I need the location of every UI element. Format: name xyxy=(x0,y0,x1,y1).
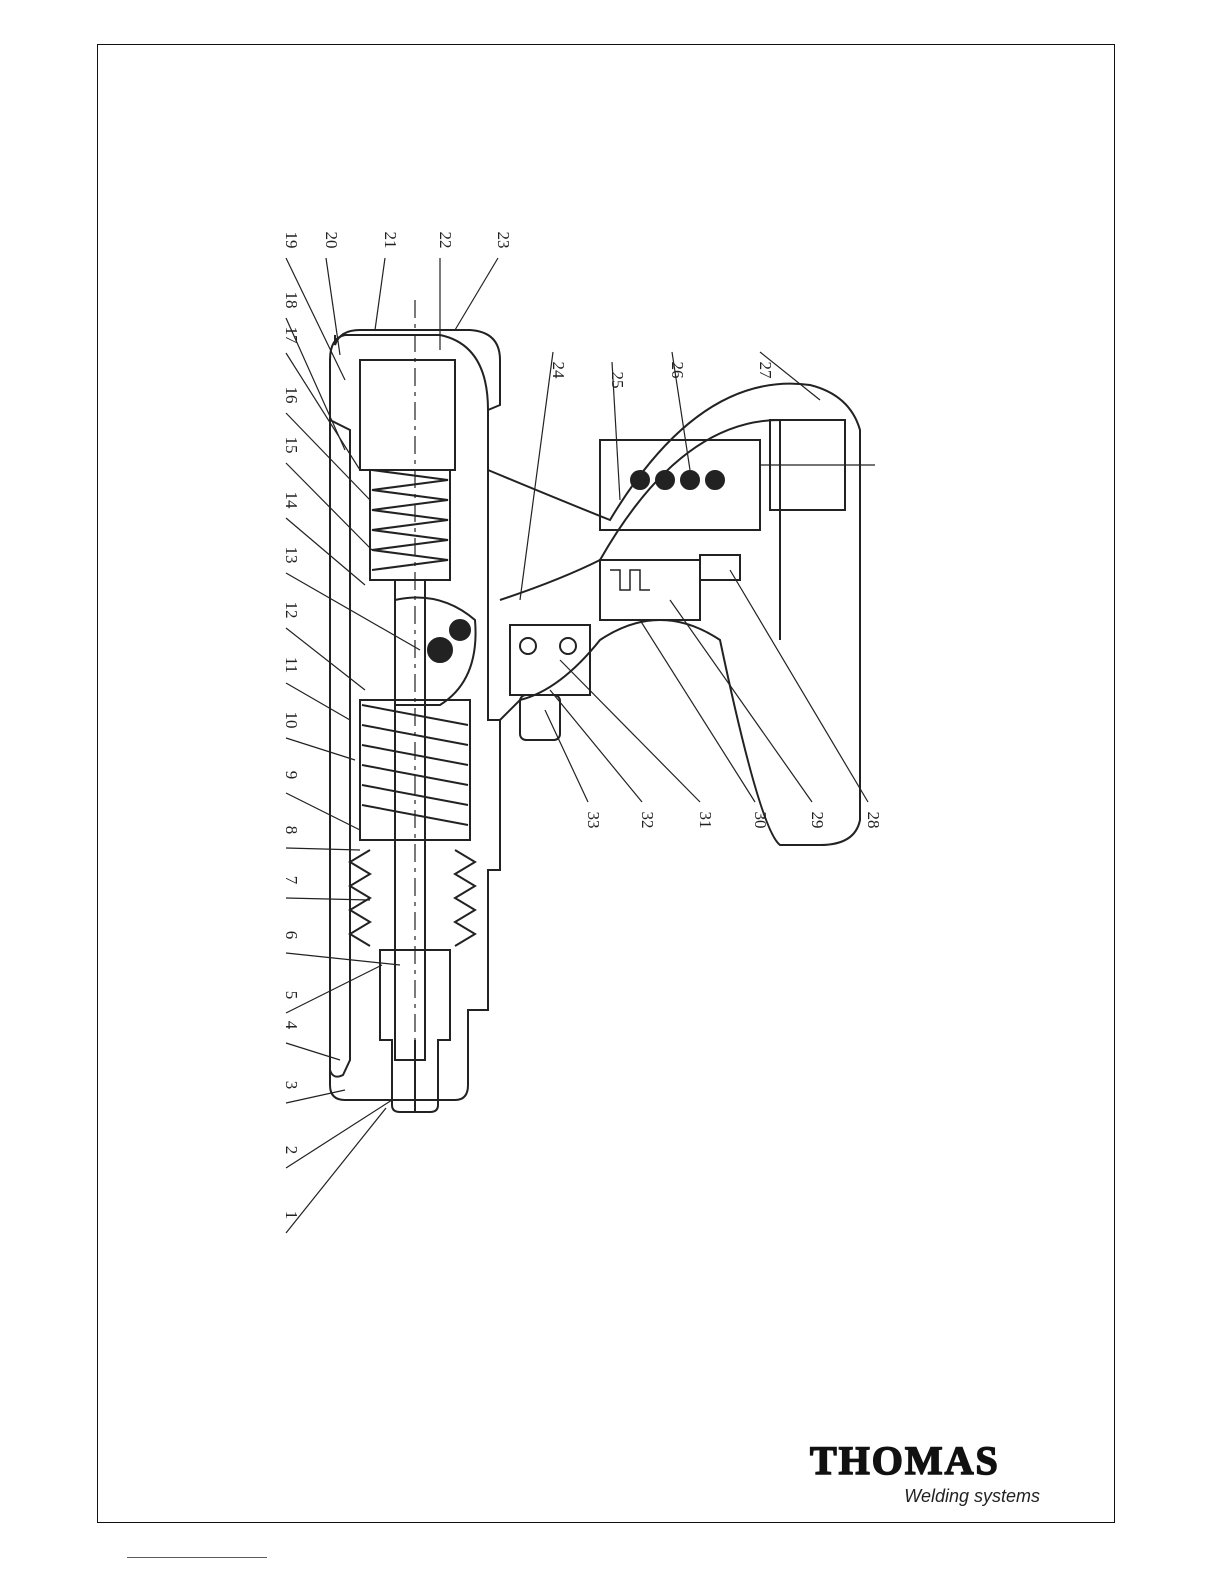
callout-number-13: 13 xyxy=(282,547,301,564)
callout-number-3: 3 xyxy=(282,1081,301,1090)
callout-leader-2 xyxy=(286,1100,392,1168)
callout-number-32: 32 xyxy=(638,812,657,829)
callout-leader-4 xyxy=(286,1043,340,1060)
callout-number-9: 9 xyxy=(282,771,301,780)
callout-number-4: 4 xyxy=(282,1021,301,1030)
callout-number-21: 21 xyxy=(381,232,400,249)
callout-number-22: 22 xyxy=(436,232,455,249)
thomas-wordmark: THOMAS xyxy=(808,1438,1043,1484)
callout-leader-30 xyxy=(640,620,755,802)
callout-number-29: 29 xyxy=(808,812,827,829)
callout-number-23: 23 xyxy=(494,232,513,249)
callout-number-27: 27 xyxy=(756,362,775,380)
callout-number-2: 2 xyxy=(282,1146,301,1155)
callout-number-11: 11 xyxy=(282,657,301,673)
callout-leader-3 xyxy=(286,1090,345,1103)
callout-number-33: 33 xyxy=(584,812,603,829)
callout-leader-23 xyxy=(455,258,498,330)
callout-leader-19 xyxy=(286,258,345,380)
thomas-logo: THOMAS Welding systems xyxy=(808,1438,1048,1510)
callout-leader-24 xyxy=(520,352,553,600)
callout-leader-9 xyxy=(286,793,360,830)
callout-leader-13 xyxy=(286,573,420,650)
callout-number-24: 24 xyxy=(549,362,568,380)
brand-tagline: Welding systems xyxy=(904,1486,1040,1507)
callout-number-30: 30 xyxy=(751,812,770,829)
callout-number-19: 19 xyxy=(282,232,301,249)
callout-number-17: 17 xyxy=(282,327,301,345)
callout-number-18: 18 xyxy=(282,292,301,309)
callout-number-26: 26 xyxy=(668,362,687,379)
callout-number-12: 12 xyxy=(282,602,301,619)
callout-number-16: 16 xyxy=(282,387,301,404)
callout-leader-16 xyxy=(286,413,370,500)
callout-number-14: 14 xyxy=(282,492,301,510)
brand-name: THOMAS xyxy=(810,1438,1000,1483)
callout-number-25: 25 xyxy=(608,372,627,389)
callout-leader-7 xyxy=(286,898,370,900)
callout-leader-10 xyxy=(286,738,355,760)
callout-leader-5 xyxy=(286,965,382,1013)
callout-leader-8 xyxy=(286,848,360,850)
callout-number-31: 31 xyxy=(696,812,715,829)
callout-number-1: 1 xyxy=(282,1211,301,1220)
callout-leader-28 xyxy=(730,570,868,802)
callout-leader-20 xyxy=(326,258,340,355)
callout-number-28: 28 xyxy=(864,812,883,829)
callout-number-8: 8 xyxy=(282,826,301,835)
callout-number-7: 7 xyxy=(282,876,301,885)
callout-number-15: 15 xyxy=(282,437,301,454)
callout-number-6: 6 xyxy=(282,931,301,940)
callout-leader-32 xyxy=(550,690,642,802)
bottom-link-underline[interactable] xyxy=(127,1557,267,1558)
callout-number-5: 5 xyxy=(282,991,301,1000)
callout-leader-33 xyxy=(545,710,588,802)
callout-leader-6 xyxy=(286,953,400,965)
callout-leader-21 xyxy=(375,258,385,330)
callout-number-10: 10 xyxy=(282,712,301,729)
callout-number-20: 20 xyxy=(322,232,341,249)
